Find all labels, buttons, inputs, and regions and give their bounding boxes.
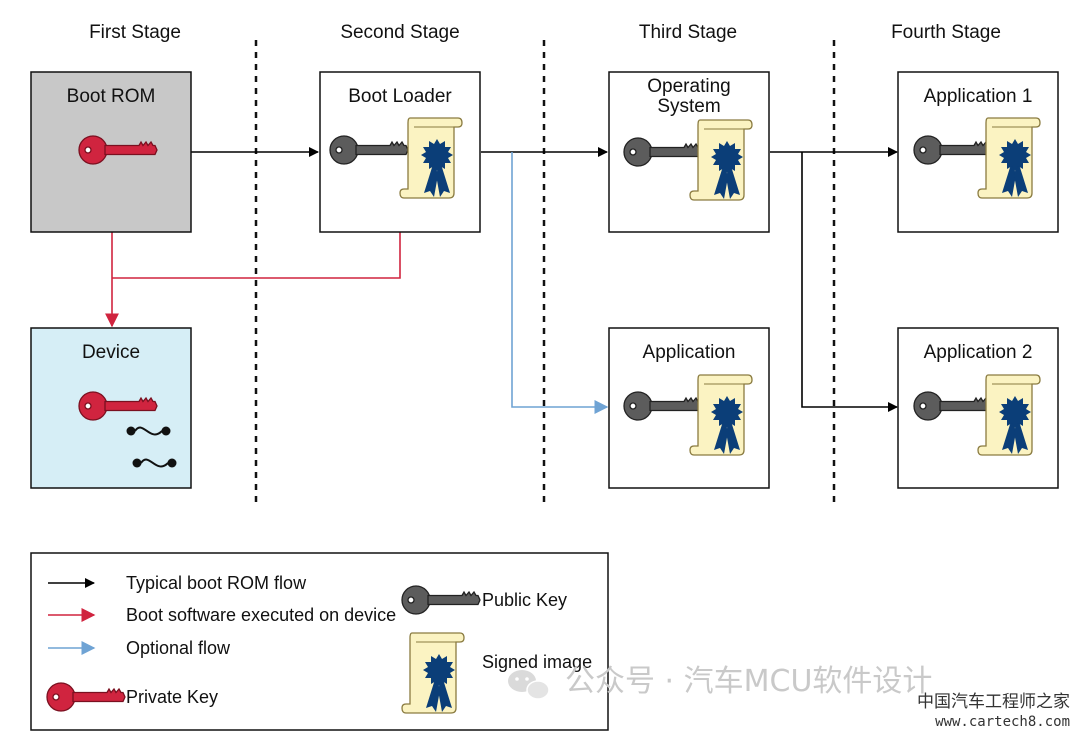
- application-2-label: Application 2: [924, 342, 1033, 363]
- application-box: Application: [608, 327, 770, 489]
- operating-system-box: Operating System: [608, 71, 770, 233]
- signed-image-icon: [977, 117, 1041, 199]
- signed-image-icon: [689, 374, 753, 456]
- watermark-site-url: www.cartech8.com: [935, 714, 1070, 730]
- flow-bootloader-to-device: [112, 232, 401, 279]
- stage-label-4: Fourth Stage: [891, 22, 1001, 43]
- connection-icon: [126, 426, 177, 468]
- signed-image-icon: [689, 119, 753, 201]
- signed-image-icon: [401, 632, 465, 714]
- legend: Typical boot ROM flow Boot software exec…: [30, 552, 609, 731]
- flow-os-to-app2: [801, 152, 898, 412]
- stage-label-3: Third Stage: [639, 22, 737, 43]
- application-1-box: Application 1: [897, 71, 1059, 233]
- legend-optional-flow: Optional flow: [126, 638, 231, 658]
- signed-image-icon: [399, 117, 463, 199]
- stage-label-1: First Stage: [89, 22, 181, 43]
- flow-optional-to-application: [511, 152, 609, 414]
- watermark-site-name: 中国汽车工程师之家: [917, 692, 1070, 712]
- application-2-box: Application 2: [897, 327, 1059, 489]
- device-box: Device: [30, 327, 192, 489]
- application-1-label: Application 1: [924, 86, 1033, 107]
- watermark-text: 公众号 · 汽车MCU软件设计: [565, 664, 932, 699]
- boot-rom-label: Boot ROM: [67, 86, 156, 107]
- device-label: Device: [82, 342, 140, 363]
- watermark: 公众号 · 汽车MCU软件设计 中国汽车工程师之家 www.cartech8.c…: [508, 664, 1070, 730]
- legend-boot-software: Boot software executed on device: [126, 605, 396, 625]
- legend-private-key: Private Key: [126, 687, 218, 707]
- legend-typical-flow: Typical boot ROM flow: [126, 573, 307, 593]
- application-label: Application: [643, 342, 736, 363]
- signed-image-icon: [977, 374, 1041, 456]
- legend-public-key: Public Key: [482, 590, 567, 610]
- os-label-line1: Operating: [647, 76, 730, 97]
- os-label-line2: System: [657, 96, 720, 117]
- boot-rom-box: Boot ROM: [30, 71, 192, 233]
- boot-loader-box: Boot Loader: [319, 71, 481, 233]
- wechat-icon: [508, 670, 550, 700]
- legend-signed-image: Signed image: [482, 652, 592, 672]
- stage-label-2: Second Stage: [340, 22, 459, 43]
- boot-loader-label: Boot Loader: [348, 86, 452, 107]
